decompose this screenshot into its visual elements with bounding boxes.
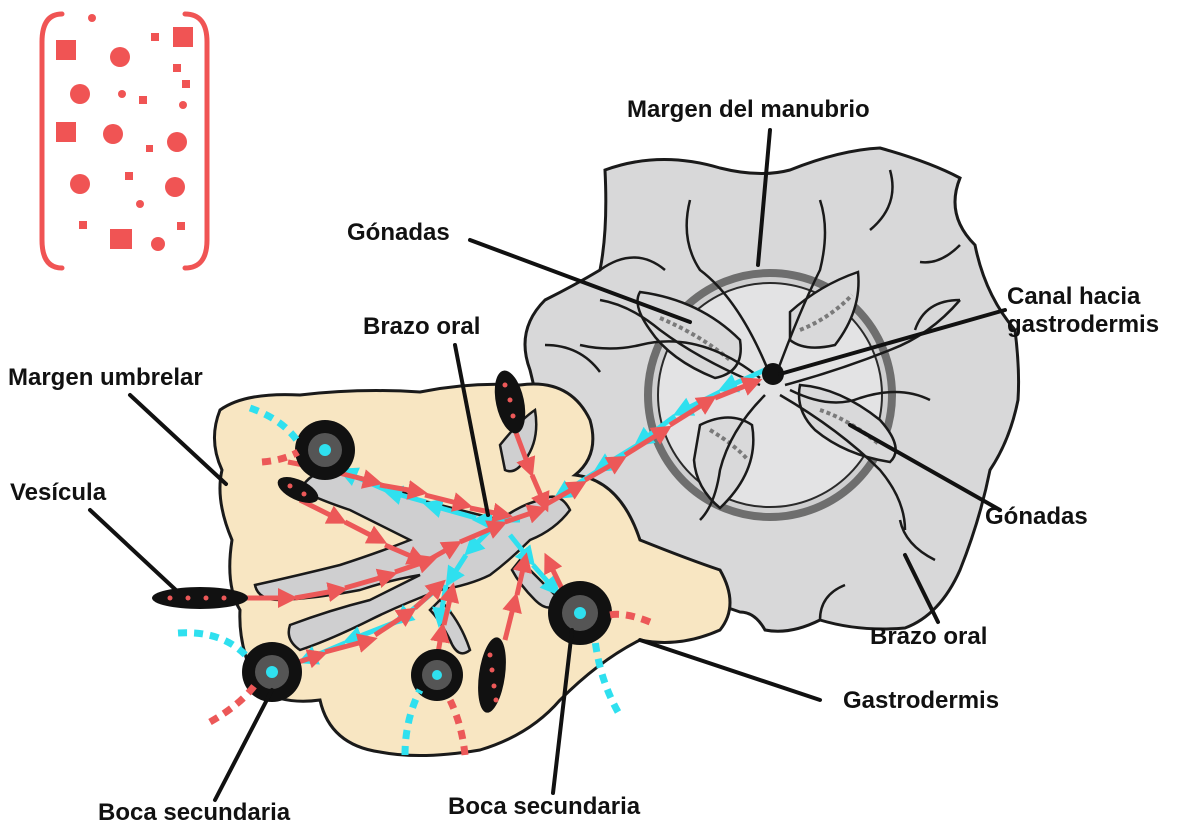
label-brazo-oral-right: Brazo oral — [870, 622, 987, 652]
particles-in-brackets-icon — [42, 14, 207, 268]
label-canal-line2: gastrodermis — [1007, 311, 1159, 339]
label-boca-secundaria-center: Boca secundaria — [448, 792, 640, 822]
label-gastrodermis: Gastrodermis — [843, 686, 999, 716]
label-margen-manubrio: Margen del manubrio — [627, 95, 870, 125]
label-gonadas-right: Gónadas — [985, 502, 1088, 532]
label-gonadas-top: Gónadas — [347, 218, 450, 248]
label-margen-umbrelar: Margen umbrelar — [8, 363, 203, 393]
label-vesicula: Vesícula — [10, 478, 106, 508]
label-boca-secundaria-left: Boca secundaria — [98, 798, 290, 828]
label-canal-line1: Canal hacia — [1007, 283, 1159, 311]
label-brazo-oral-center: Brazo oral — [363, 312, 480, 342]
label-canal-gastrodermis: Canal hacia gastrodermis — [1007, 283, 1159, 339]
